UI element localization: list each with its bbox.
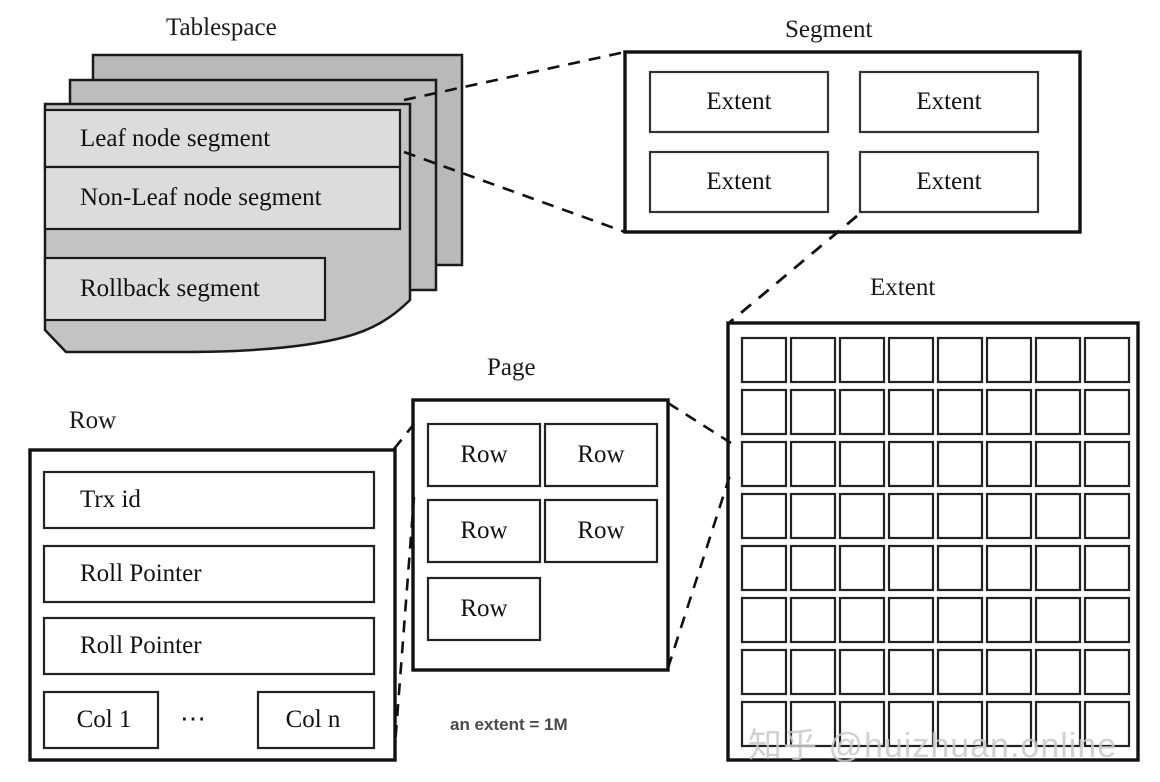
extent-page-grid [740,336,1131,748]
extent-size-note: an extent = 1M [450,715,568,734]
row-column-label-coln: Col n [285,706,341,733]
segment-extent-label-1: Extent [706,88,772,115]
page-row-label-4: Row [577,517,625,544]
tablespace-segment-label-nonleaf: Non-Leaf node segment [80,184,322,211]
page-row-label-1: Row [460,441,508,468]
row-columns-ellipsis: ⋯ [180,704,209,733]
tablespace-segment-label-rollback: Rollback segment [80,275,260,302]
connector-page-extent-top [667,401,732,445]
row-field-label-rollpointer-1: Roll Pointer [80,560,202,587]
connector-page-extent-bottom [666,471,733,669]
extent-outer-box [726,321,1140,762]
page-title: Page [487,354,536,381]
row-column-label-col1: Col 1 [76,706,132,733]
watermark: 知乎 @huizhuan.online [748,727,1118,765]
segment-extent-label-3: Extent [706,168,772,195]
page-row-label-3: Row [460,517,508,544]
row-title: Row [69,407,117,434]
connector-segment-extent [729,214,858,324]
connector-row-page-top [392,423,416,450]
connector-tablespace-segment-top [403,50,626,102]
connector-row-page-bottom [392,496,416,759]
tablespace-segment-label-leaf: Leaf node segment [80,124,271,152]
page-row-label-2: Row [577,441,625,468]
page-row-label-5: Row [460,595,508,622]
row-field-label-rollpointer-2: Roll Pointer [80,632,202,659]
row-field-label-trxid: Trx id [80,486,141,513]
connector-tablespace-segment-bottom [403,150,626,234]
extent-title: Extent [870,274,936,301]
segment-extent-label-2: Extent [916,88,982,115]
segment-extent-label-4: Extent [916,168,982,195]
tablespace-title: Tablespace [166,14,277,41]
segment-title: Segment [785,16,873,43]
